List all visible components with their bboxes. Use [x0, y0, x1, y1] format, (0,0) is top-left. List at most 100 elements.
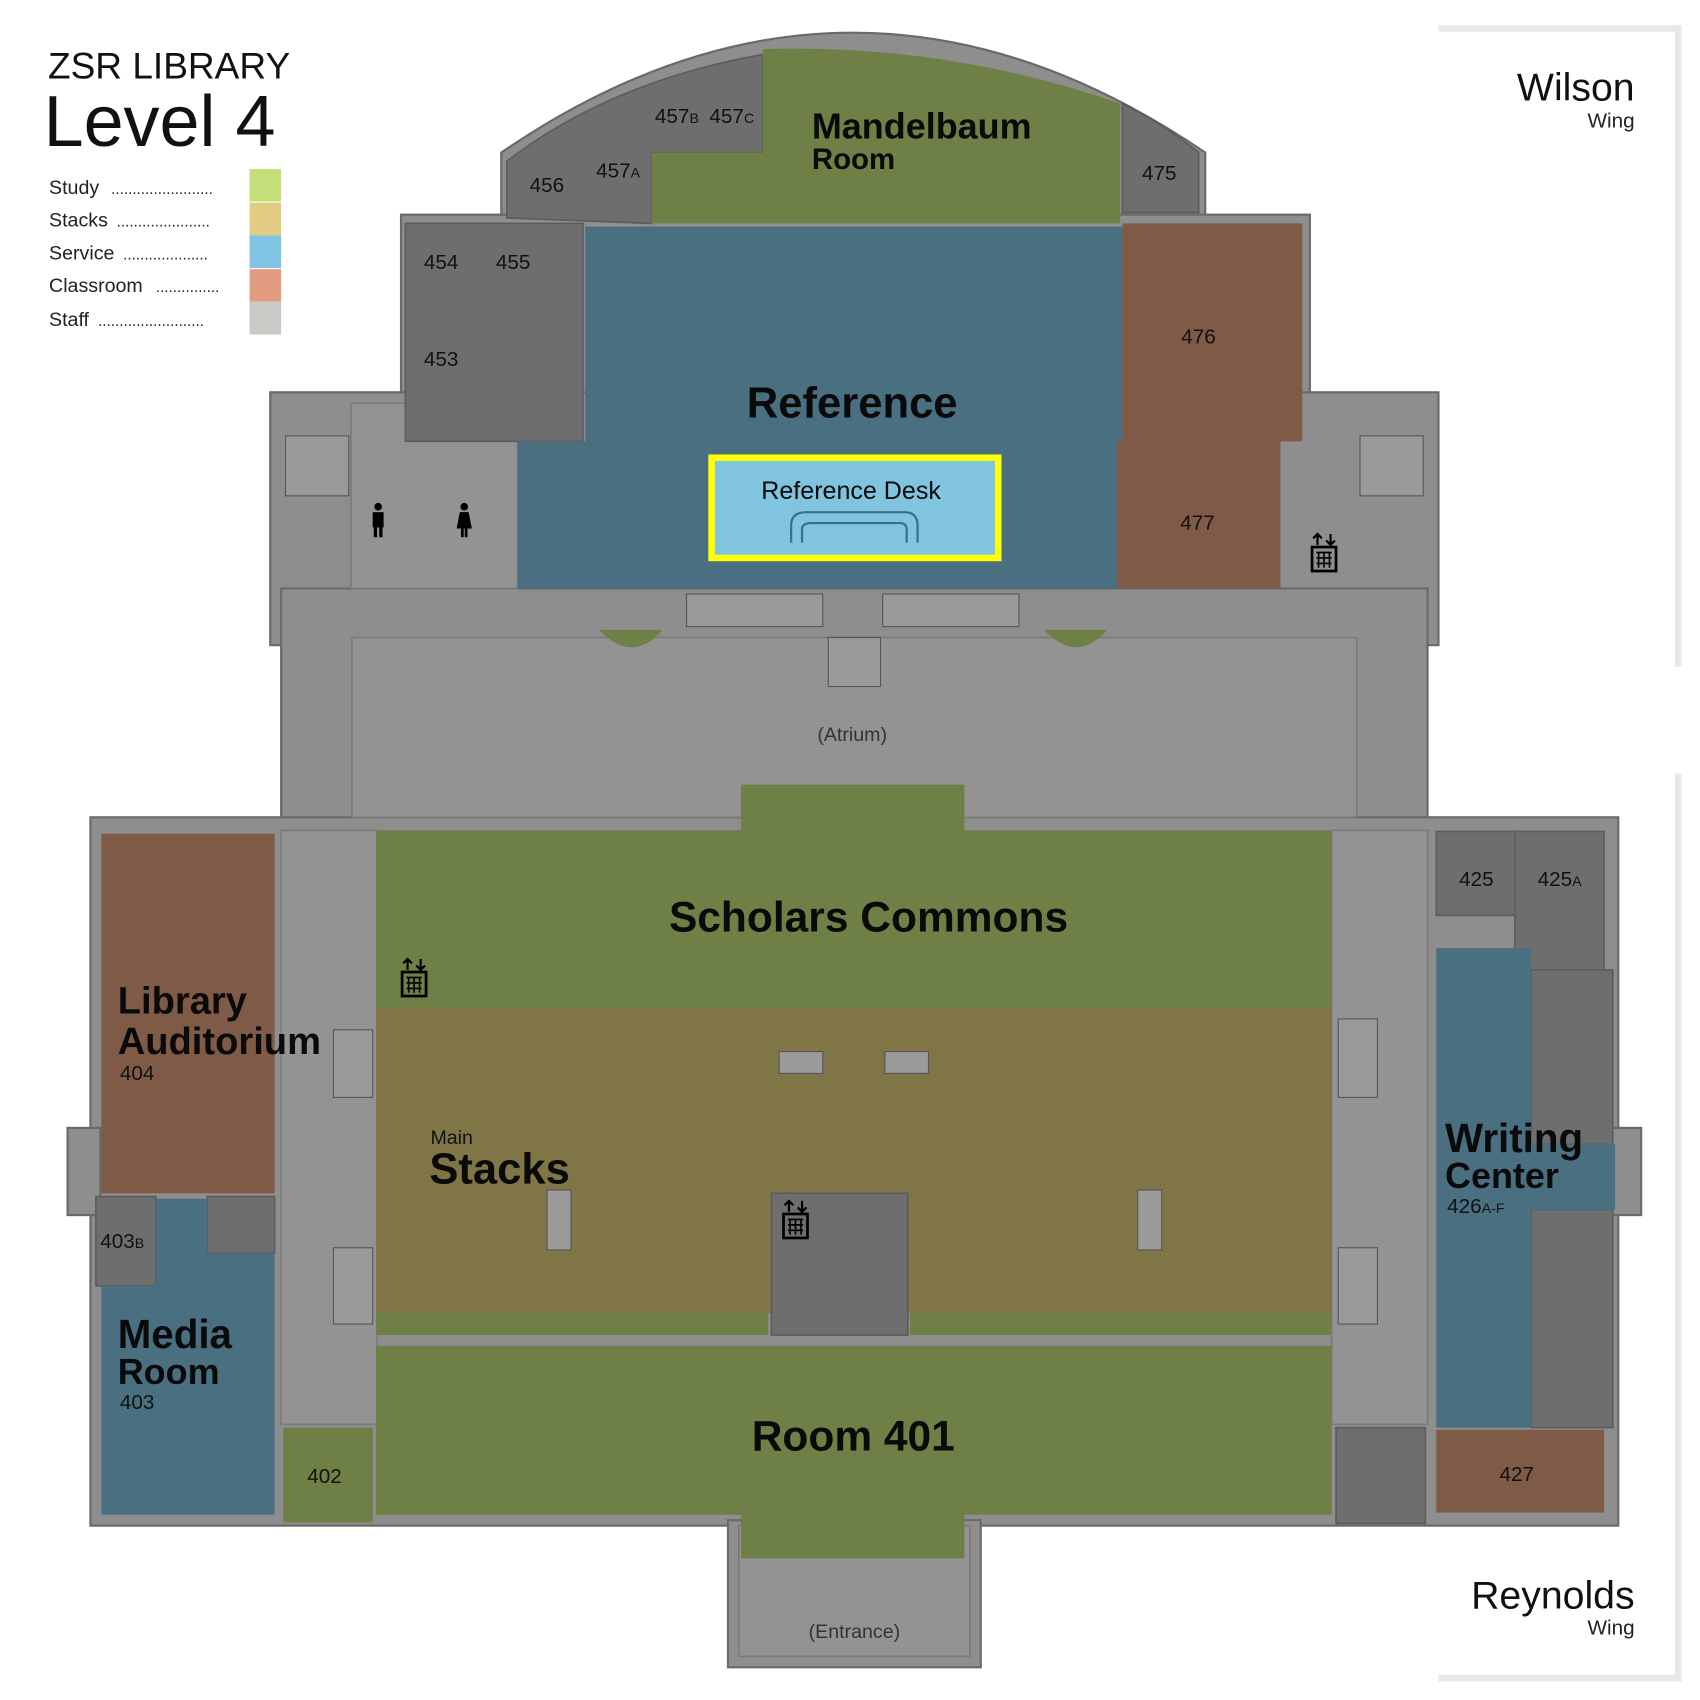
legend-dots: .........................: [98, 313, 204, 330]
legend-swatch-classroom: [249, 269, 282, 302]
writing-center-number: 426: [1447, 1195, 1482, 1218]
room-suffix: C: [744, 111, 754, 127]
library-auditorium: [101, 833, 275, 1194]
room-suffix: A: [1572, 874, 1582, 890]
main-stacks-label: Stacks: [429, 1145, 570, 1193]
east-corridor: [1330, 829, 1429, 1426]
room-402: [283, 1427, 373, 1523]
legend-item-staff: Staff .........................: [49, 301, 282, 335]
main-stacks-small-label: Main: [430, 1127, 473, 1149]
media-room: [101, 1198, 275, 1515]
scholars-commons-label: Scholars Commons: [669, 895, 1068, 942]
auditorium-number: 404: [120, 1062, 155, 1085]
legend-swatch-study: [249, 168, 282, 202]
room-475-label: 475: [1142, 162, 1177, 185]
room-457a-label: 457: [596, 160, 631, 183]
svg-text:403B: 403B: [100, 1230, 144, 1253]
carrels-east: [909, 1313, 1332, 1335]
writing-center-label-2: Center: [1445, 1155, 1559, 1196]
legend-label: Service: [49, 242, 114, 264]
entrance-label: (Entrance): [809, 1621, 901, 1643]
legend-item-study: Study ........................: [49, 168, 282, 202]
svg-text:425A: 425A: [1538, 868, 1583, 891]
mandelbaum-label-2: Room: [812, 143, 895, 176]
level-name: Level 4: [44, 82, 276, 162]
elevator-icon: [1310, 532, 1338, 573]
legend-swatch-stacks: [249, 202, 282, 236]
reference-label: Reference: [747, 379, 958, 427]
wilson-wing-label: Wilson Wing: [1517, 65, 1635, 132]
room-labels: Mandelbaum Room Reference (Atrium) Schol…: [100, 105, 1583, 1643]
legend-dots: ...............: [156, 279, 220, 296]
writing-center-label: Writing: [1445, 1115, 1583, 1161]
scholars-commons: [375, 784, 1332, 1009]
room-456-label: 456: [530, 174, 565, 197]
carrels-west: [375, 1313, 769, 1335]
legend-dots: ....................: [123, 246, 208, 263]
media-room-number: 403: [120, 1391, 155, 1414]
mandelbaum-room: [651, 48, 1121, 224]
legend-label: Stacks: [49, 210, 108, 232]
mandelbaum-label: Mandelbaum: [812, 105, 1032, 146]
reynolds-wing-label: Reynolds Wing: [1471, 1573, 1635, 1639]
media-room-label: Media: [118, 1311, 233, 1357]
library-name: ZSR LIBRARY: [48, 44, 290, 86]
legend-swatch-service: [249, 235, 282, 269]
room-401-label: Room 401: [752, 1413, 955, 1460]
room-401: [375, 1345, 1332, 1559]
room-476: [1122, 223, 1303, 442]
mens-restroom-icon: [372, 502, 384, 538]
room-453-label: 453: [424, 348, 459, 371]
writing-center: [1436, 948, 1615, 1428]
atrium-label: (Atrium): [817, 724, 887, 746]
legend-item-classroom: Classroom ...............: [49, 269, 282, 302]
room-427-label: 427: [1499, 1463, 1534, 1486]
central-core: [770, 1192, 909, 1336]
media-room-label-2: Room: [118, 1351, 220, 1392]
room-477-label: 477: [1180, 512, 1215, 535]
room-403b-label: 403: [100, 1230, 135, 1253]
desk-counter-icon: [790, 511, 919, 543]
reference-desk[interactable]: Reference Desk: [708, 454, 1002, 562]
map-title: ZSR LIBRARY Level 4: [44, 44, 291, 162]
legend-label: Study: [49, 177, 99, 199]
elevator-icon: [782, 1199, 809, 1240]
writing-center-suffix: A-F: [1482, 1201, 1505, 1217]
wing-name: Wilson: [1517, 65, 1635, 109]
reynolds-wing-frame: [1438, 773, 1682, 1682]
room-425-label: 425: [1459, 868, 1494, 891]
elevator-icon: [400, 957, 428, 998]
svg-text:426A-F: 426A-F: [1447, 1195, 1505, 1218]
legend-item-stacks: Stacks ......................: [49, 202, 282, 236]
room-suffix: A: [631, 166, 641, 182]
auditorium-label: Library: [118, 979, 247, 1022]
atrium-planter-west: [599, 629, 663, 648]
legend-swatch-staff: [249, 301, 282, 335]
room-457b-label: 457: [655, 105, 690, 128]
legend-dots: ........................: [111, 181, 213, 198]
stairs: [284, 435, 1424, 1325]
room-suffix: B: [135, 1236, 144, 1252]
legend: Study ........................ Stacks ..…: [49, 168, 282, 335]
womens-restroom-icon: [456, 502, 472, 538]
room-477: [1116, 441, 1281, 589]
room-454-label: 454: [424, 251, 459, 274]
room-427: [1436, 1429, 1605, 1513]
legend-label: Staff: [49, 309, 90, 331]
room-457c-label: 457: [709, 105, 744, 128]
room-402-label: 402: [307, 1465, 342, 1488]
wing-sub: Wing: [1587, 1617, 1634, 1640]
wing-name: Reynolds: [1471, 1573, 1635, 1617]
reference-desk-label: Reference Desk: [761, 477, 941, 505]
legend-dots: ......................: [117, 214, 210, 231]
atrium-planter-east: [1043, 629, 1108, 648]
room-455-label: 455: [496, 251, 531, 274]
svg-text:457C: 457C: [709, 105, 754, 128]
legend-item-service: Service ....................: [49, 235, 282, 269]
wing-sub: Wing: [1587, 110, 1634, 133]
room-476-label: 476: [1181, 325, 1216, 348]
room-425a-label: 425: [1538, 868, 1573, 891]
room-suffix: B: [689, 111, 698, 127]
wilson-wing-frame: [1438, 25, 1682, 667]
